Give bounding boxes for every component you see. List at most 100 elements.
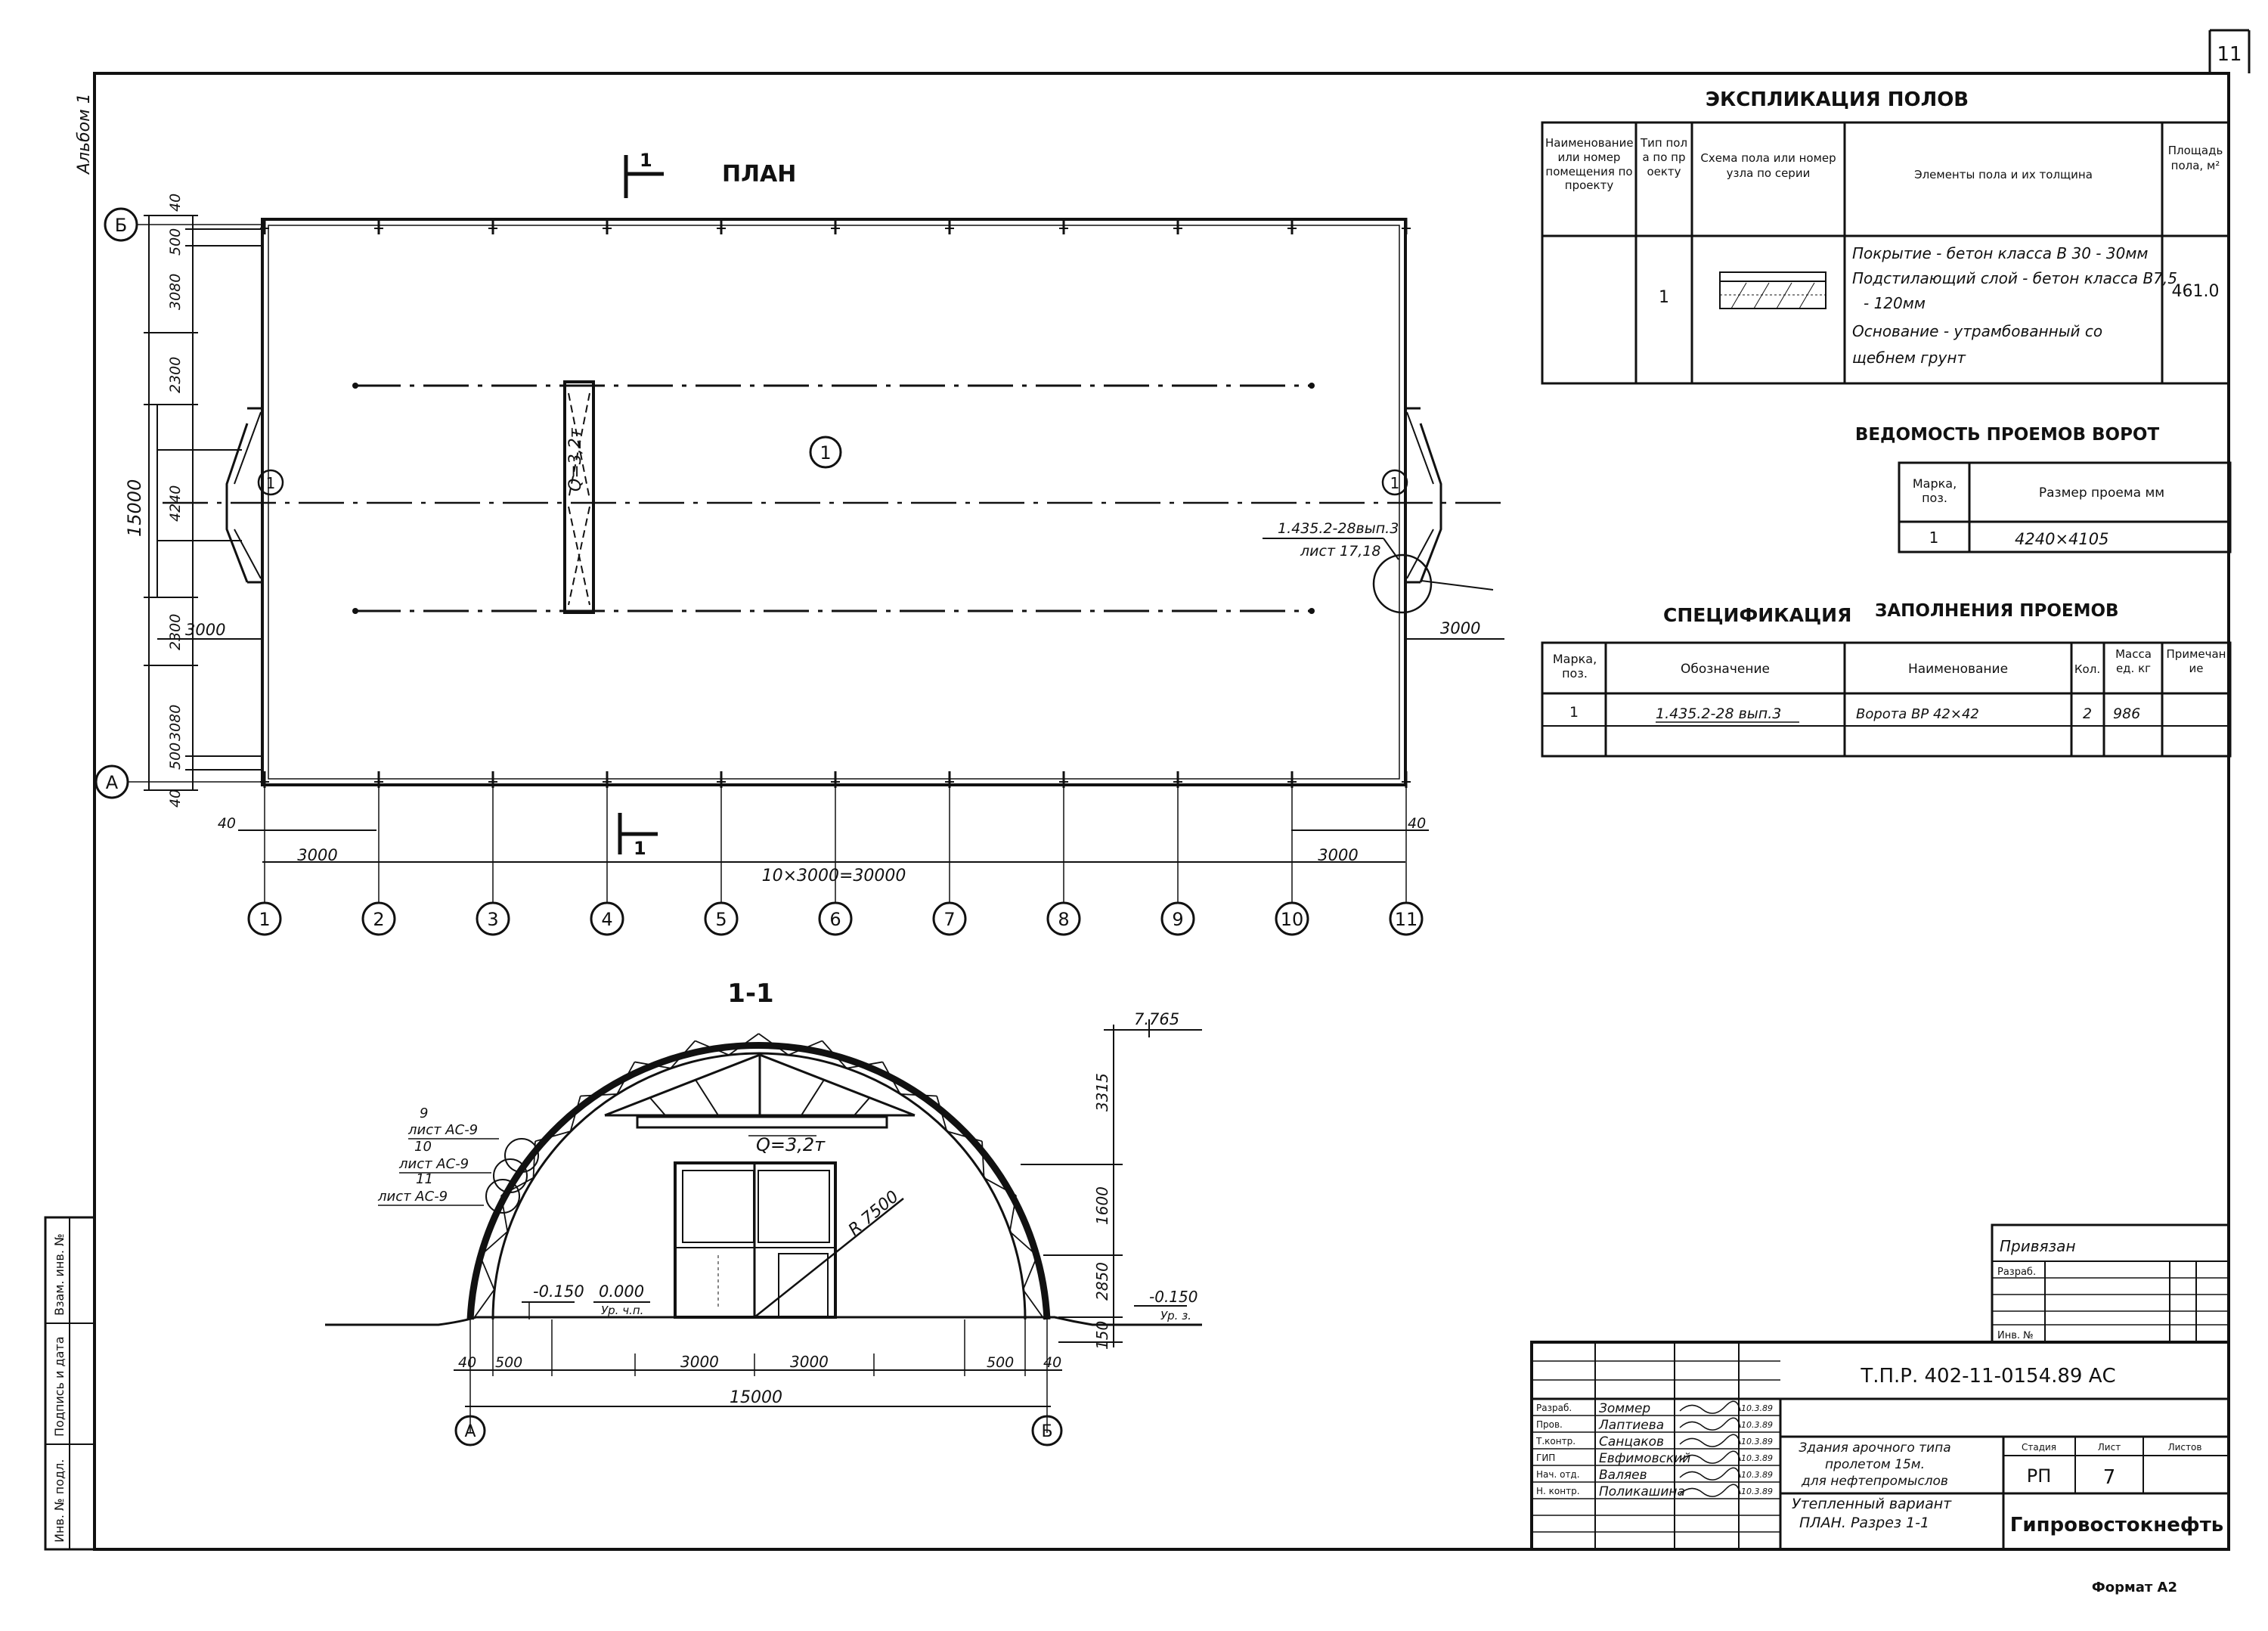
plan-crane-label: Q=3,2т (566, 427, 585, 491)
section-title: 1-1 (727, 978, 773, 1009)
truss-web (634, 1061, 671, 1069)
truss-web (695, 1040, 730, 1056)
stamp-inv-orig: Инв. № подл. (52, 1459, 67, 1543)
svg-text:40: 40 (167, 789, 184, 808)
spec-name: Ворота ВР 42×42 (1856, 706, 1979, 722)
svg-text:1: 1 (820, 442, 831, 464)
truss-web (900, 1093, 937, 1097)
svg-text:150: 150 (1093, 1321, 1111, 1350)
org-name: Гипровостокнефть (2010, 1514, 2223, 1536)
svg-text:40: 40 (1408, 815, 1426, 832)
svg-text:3080: 3080 (167, 705, 184, 741)
truss-web (788, 1040, 823, 1056)
sheet-number: 11 (2217, 43, 2242, 66)
node-reference: 1.435.2-28вып.3 лист 17,18 (1263, 520, 1494, 614)
svg-text:лист АС-9: лист АС-9 (377, 1189, 448, 1205)
spec-hdr-mass: Масса ед. кг (2115, 647, 2152, 675)
svg-text:3000: 3000 (297, 846, 337, 864)
binding-box: Привязан Разраб. Инв. № (1991, 1223, 2230, 1344)
axis-bubble-1 (247, 901, 282, 936)
svg-text:11: 11 (416, 1171, 433, 1187)
axis-label-3: 3 (487, 909, 498, 930)
svg-text:1: 1 (1390, 474, 1400, 492)
tb-date: 10.3.89 (1741, 1437, 1773, 1447)
axis-bubble-8 (1046, 901, 1081, 936)
svg-text:Здания арочного типа: Здания арочного типа (1799, 1440, 1950, 1456)
axis-label-1: 1 (259, 909, 270, 930)
spec-designation: 1.435.2-28 вып.3 (1656, 705, 1781, 722)
floor-area: 461.0 (2172, 282, 2220, 301)
svg-text:2300: 2300 (167, 614, 184, 650)
gate-opening (674, 1161, 837, 1319)
spec-hdr-qty: Кол. (2074, 662, 2100, 676)
gate-dims: 3000 3000 (157, 619, 1504, 640)
svg-text:3000: 3000 (1440, 619, 1480, 637)
tb-date: 10.3.89 (1741, 1453, 1773, 1463)
svg-text:Ур. з.: Ур. з. (1160, 1309, 1191, 1322)
gate-mark: 1 (1929, 529, 1939, 547)
svg-text:лист АС-9: лист АС-9 (407, 1122, 478, 1138)
svg-text:10: 10 (414, 1139, 432, 1155)
elev-ground-right: -0.150 (1149, 1288, 1198, 1306)
node-ref-line1: 1.435.2-28вып.3 (1278, 520, 1399, 537)
tb-role: Нач. отд. (1536, 1469, 1580, 1480)
tb-role: Т.контр. (1535, 1436, 1576, 1447)
section-view: 1-1 Q=3,2т (325, 978, 1202, 1447)
svg-text:4240: 4240 (167, 485, 184, 522)
svg-text:А: А (106, 772, 119, 793)
tb-name: Валяев (1599, 1468, 1647, 1483)
section-axis-a: А (464, 1422, 476, 1441)
section-vert-dims: 7.765 3315 1600 2850 150 -0.150 Ур. з. (1021, 1010, 1202, 1350)
hdr-type: Тип пола по проекту (1640, 136, 1688, 178)
tb-role: ГИП (1536, 1453, 1555, 1463)
svg-text:лист АС-9: лист АС-9 (398, 1156, 469, 1172)
svg-text:500: 500 (167, 228, 184, 256)
svg-text:Стадия: Стадия (2022, 1442, 2056, 1453)
stamp-replace-inv: Взам. инв. № (52, 1233, 67, 1316)
svg-text:1600: 1600 (1093, 1186, 1111, 1225)
spec-hdr-name: Наименование (1908, 662, 2008, 677)
floor-mark-right: 1 (1381, 469, 1408, 496)
plan-view: ПЛАН 1 1 (94, 150, 1504, 936)
svg-text:Лист: Лист (2098, 1442, 2121, 1453)
hdr-room: Наименование или номер помещения по прое… (1545, 136, 1633, 193)
truss-web (728, 1033, 760, 1056)
spec-hdr-mark: Марка, поз. (1552, 652, 1597, 681)
plan-title: ПЛАН (722, 161, 796, 188)
truss-web (881, 1062, 901, 1095)
svg-text:- 120мм: - 120мм (1864, 294, 1926, 312)
svg-text:1: 1 (266, 474, 276, 492)
room-marker: 1 (809, 436, 842, 469)
truss-web (846, 1061, 883, 1069)
truss-web (981, 1141, 985, 1178)
plan-width-dim: 15000 (124, 479, 145, 537)
node-ref-line2: лист 17,18 (1300, 543, 1380, 560)
truss-web (1009, 1231, 1038, 1257)
truss-web (758, 1033, 789, 1056)
spec-title-left: СПЕЦИФИКАЦИЯ (1663, 604, 1851, 626)
hdr-elements: Элементы пола и их толщина (1914, 168, 2093, 181)
axis-label-9: 9 (1172, 909, 1183, 930)
svg-text:Инв. №: Инв. № (1997, 1330, 2034, 1341)
section-horiz-dims: 40 500 3000 3000 500 40 15000 А Б (454, 1319, 1063, 1447)
floor-explication-title: ЭКСПЛИКАЦИЯ ПОЛОВ (1706, 88, 1969, 111)
roof-truss: Q=3,2т (604, 1053, 916, 1155)
section-left-elevs: -0.150 0.000 Ур. ч.п. (522, 1282, 650, 1319)
tb-signature (1679, 1400, 1741, 1414)
axis-bubble-3 (476, 901, 510, 936)
truss-web (479, 1231, 508, 1257)
binding-title: Привязан (2000, 1237, 2076, 1255)
svg-text:3000: 3000 (1318, 846, 1358, 864)
svg-text:40: 40 (167, 194, 184, 212)
sheet-frame: 11 Альбом 1 Формат А2 (75, 29, 2251, 1595)
gate-hdr-size: Размер проема мм (2039, 485, 2164, 501)
crane-beam: Q=3,2т (563, 380, 595, 614)
axis-bubble-7 (932, 901, 967, 936)
truss-web (670, 1040, 696, 1069)
axis-label-5: 5 (715, 909, 727, 930)
svg-text:1: 1 (634, 838, 646, 859)
